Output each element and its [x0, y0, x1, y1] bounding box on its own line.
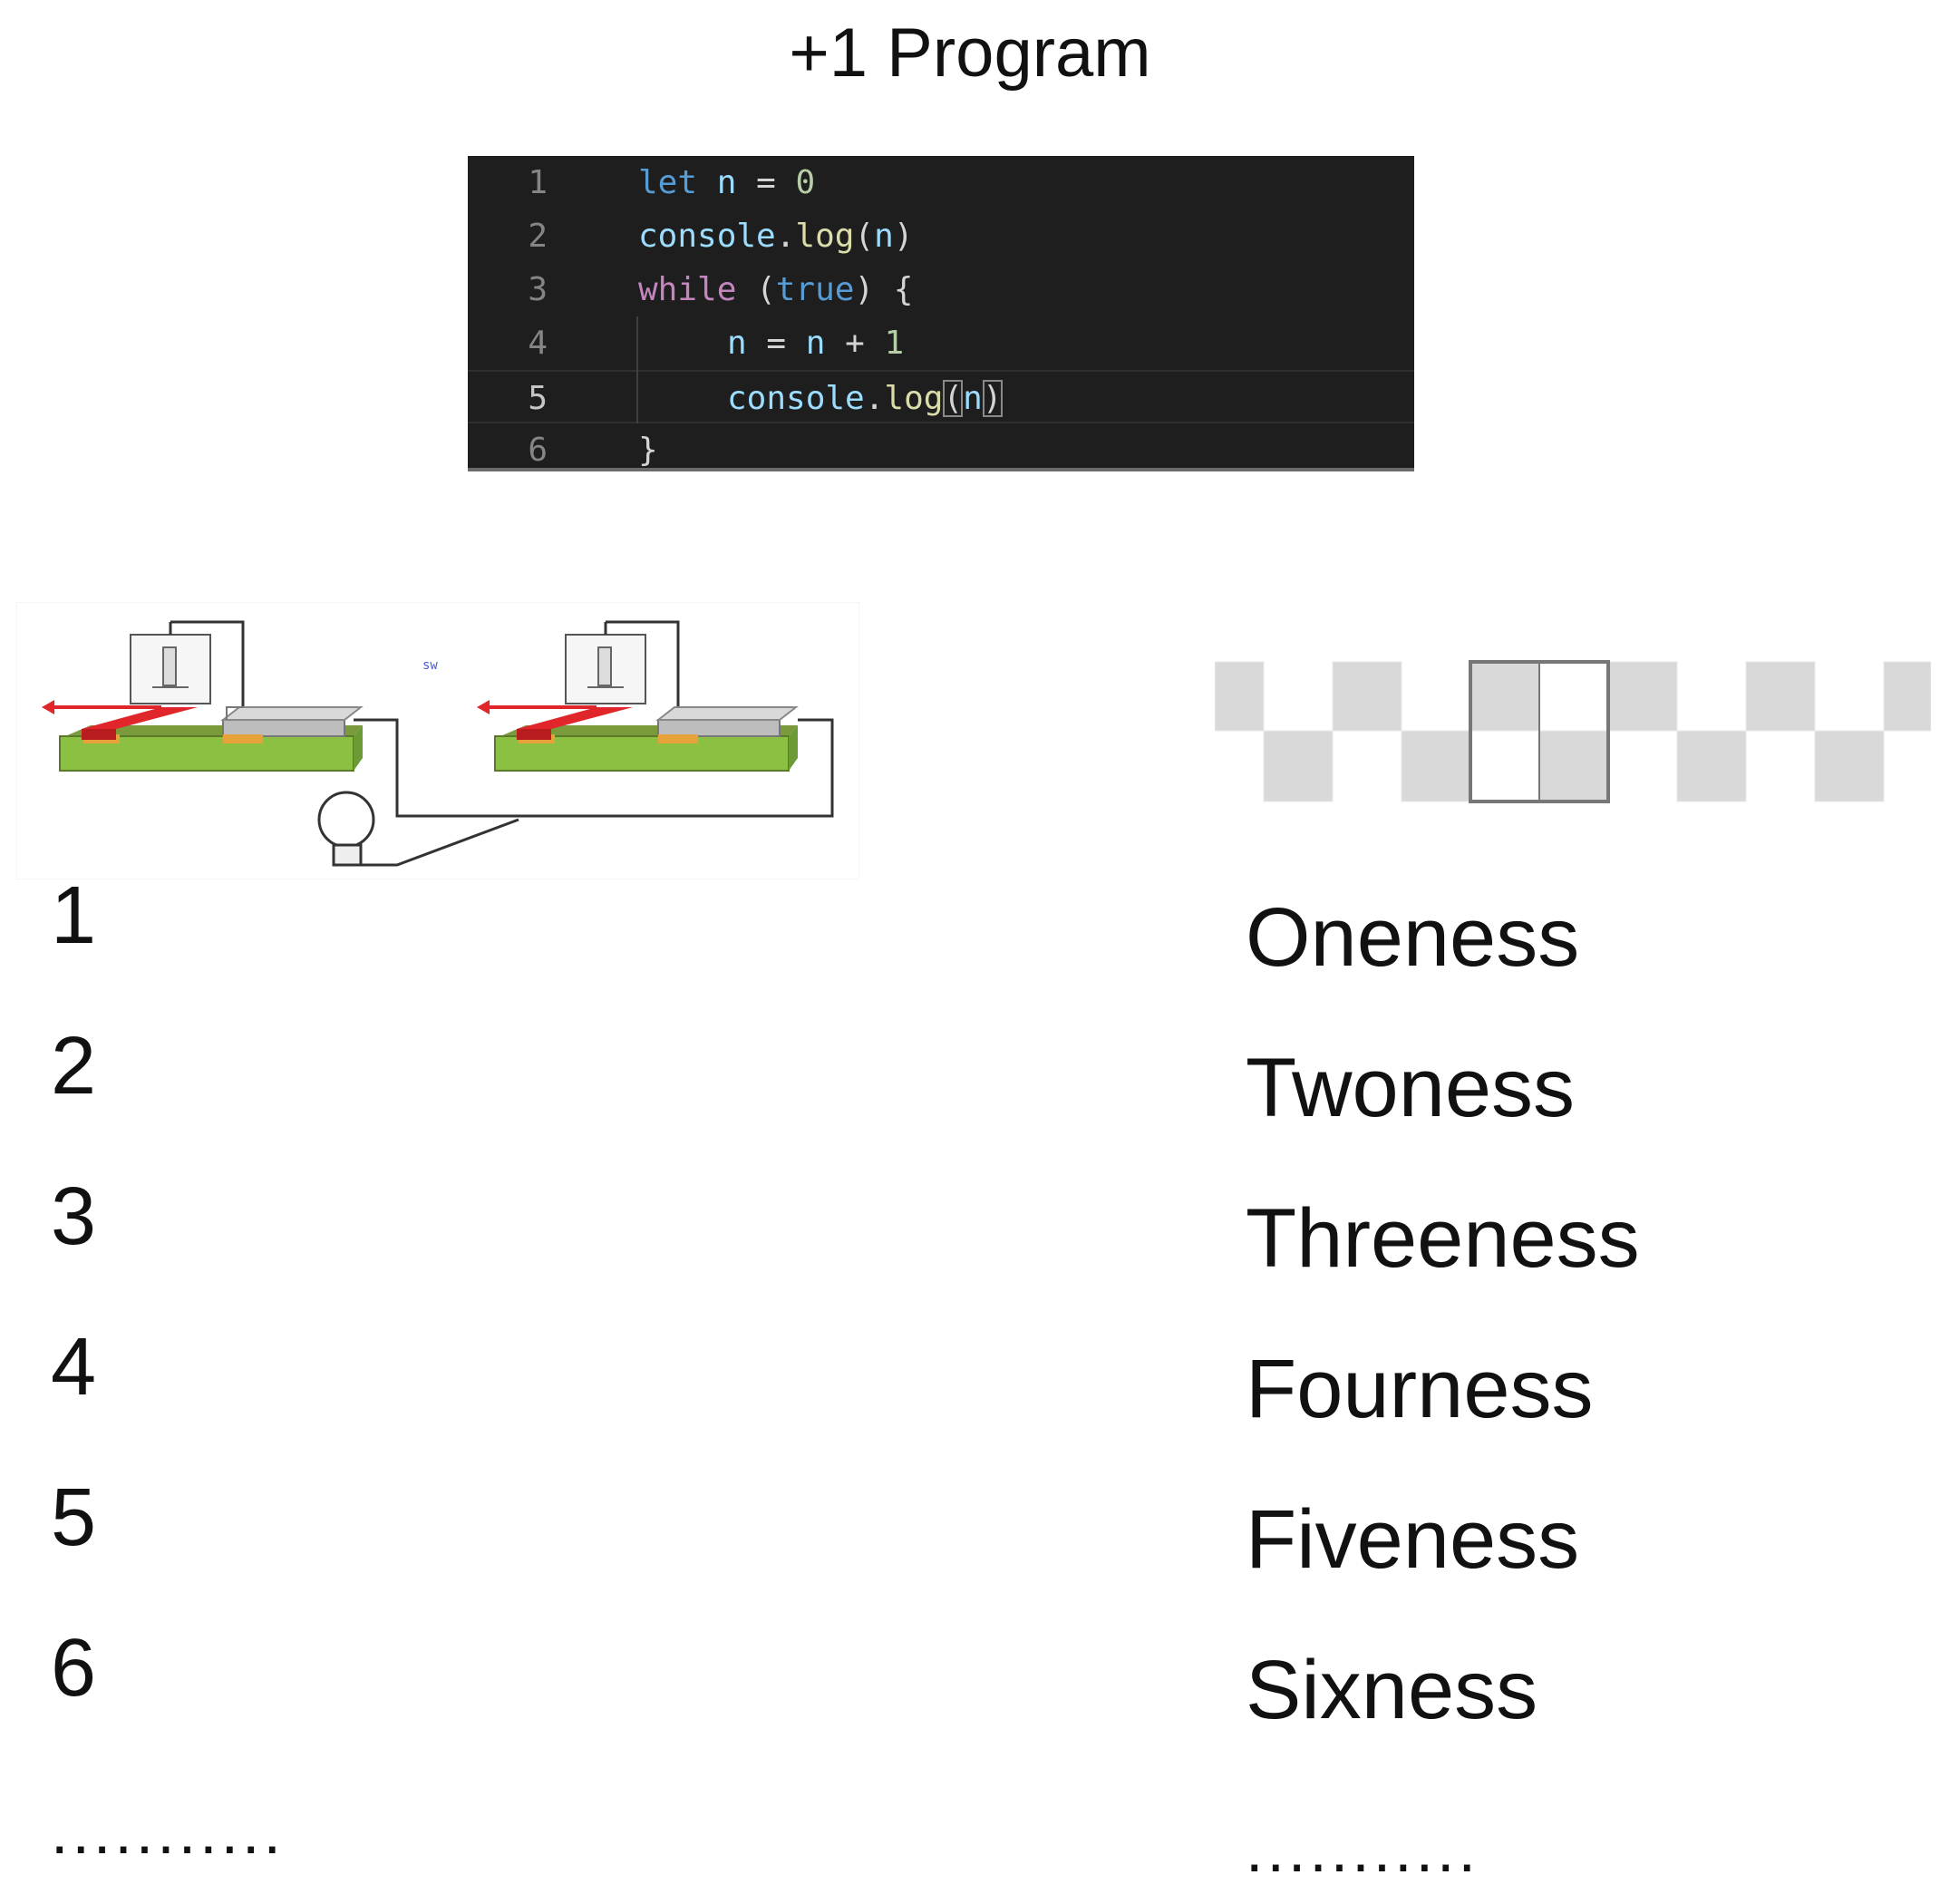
code-text: let n = 0	[638, 164, 816, 201]
list-item: Fourness	[1246, 1343, 1594, 1435]
list-ellipsis: ...........	[51, 1796, 285, 1867]
list-item: Fiveness	[1246, 1493, 1580, 1586]
line-number: 5	[528, 380, 548, 417]
list-item: 2	[51, 1021, 97, 1112]
list-item: 4	[51, 1322, 97, 1413]
code-editor: 1 let n = 0 2 console.log(n) 3 while (tr…	[468, 156, 1414, 471]
page-title: +1 Program	[789, 15, 1151, 92]
list-item: 6	[51, 1623, 97, 1714]
switch-right	[477, 620, 799, 772]
code-text: while (true) {	[638, 271, 914, 308]
list-item: Sixness	[1246, 1644, 1538, 1736]
code-line-current: 5 console.log(n)	[468, 370, 1414, 423]
list-ellipsis: ...........	[1246, 1814, 1479, 1885]
light-bulb-icon	[317, 791, 375, 867]
code-line: 6 }	[468, 423, 1414, 477]
code-text: console.log(n)	[638, 218, 914, 255]
indent-guide	[636, 316, 638, 423]
code-line: 1 let n = 0	[468, 156, 1414, 209]
line-number: 1	[528, 164, 548, 201]
list-item: 3	[51, 1171, 97, 1262]
list-item: Oneness	[1246, 891, 1580, 984]
code-text: console.log(n)	[727, 380, 1003, 417]
code-text: n = n + 1	[727, 325, 905, 362]
line-number: 4	[528, 325, 548, 362]
svg-text:sw: sw	[422, 658, 438, 673]
list-item: Twoness	[1246, 1042, 1576, 1134]
code-line: 3 while (true) {	[468, 263, 1414, 316]
list-item: Threeness	[1246, 1192, 1640, 1285]
circuit-diagram: sw	[16, 602, 859, 879]
list-item: 1	[51, 870, 97, 961]
binary-pattern	[1215, 660, 1931, 803]
code-line: 4 n = n + 1	[468, 316, 1414, 370]
code-line: 2 console.log(n)	[468, 209, 1414, 263]
line-number: 6	[528, 432, 548, 469]
switch-left	[42, 620, 364, 772]
code-text: }	[638, 432, 658, 469]
line-number: 3	[528, 271, 548, 308]
list-item: 5	[51, 1472, 97, 1563]
line-number: 2	[528, 218, 548, 255]
